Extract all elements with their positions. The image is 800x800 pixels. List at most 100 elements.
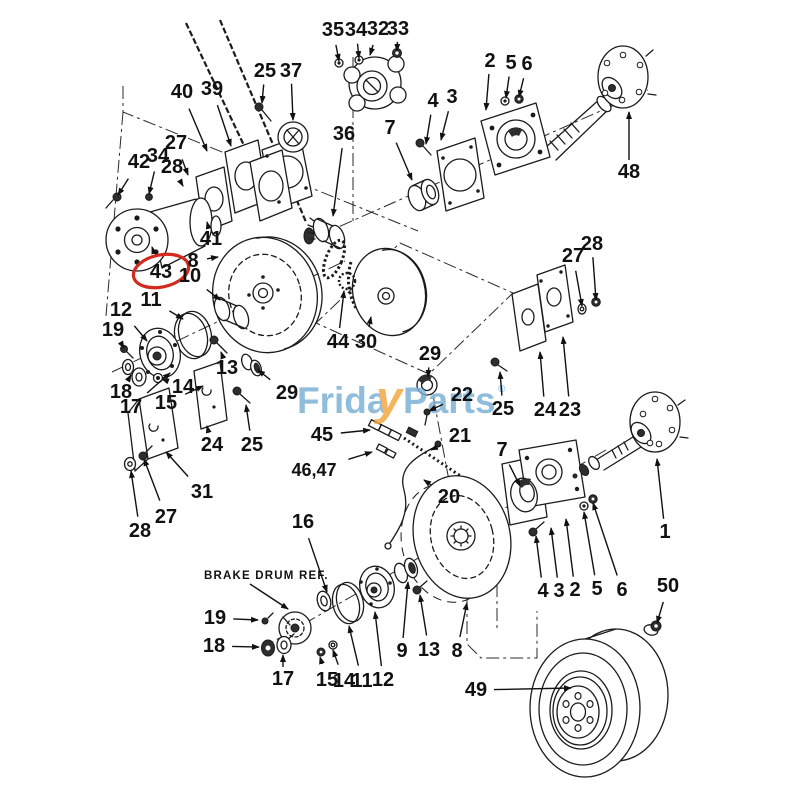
leader-line-14	[332, 649, 339, 665]
brake-disc-lower	[400, 475, 512, 603]
part-label-39: 39	[201, 78, 223, 100]
leader-line-37	[289, 83, 296, 121]
leader-line-6	[517, 78, 525, 98]
part-label-4: 4	[537, 580, 549, 602]
part-label-34: 34	[345, 19, 368, 41]
leader-line-23	[560, 336, 570, 397]
part-label-4: 4	[427, 90, 439, 112]
leader-line-28	[129, 470, 139, 517]
lug-nut-50	[643, 620, 662, 636]
washers-bottom-left	[261, 612, 338, 657]
part-label-13: 13	[418, 639, 440, 661]
leader-line-12	[133, 325, 148, 342]
ring-11-lower	[331, 581, 365, 625]
leader-line-29	[257, 369, 271, 381]
leader-line-25	[497, 371, 504, 396]
leader-line-25	[259, 84, 266, 104]
leader-line-24	[205, 425, 212, 434]
part-label-15: 15	[155, 392, 177, 414]
leader-line-28	[592, 257, 599, 301]
leader-line-36	[330, 148, 343, 217]
leader-line-45	[340, 427, 371, 434]
leader-line-49	[493, 685, 572, 692]
leader-line-31	[165, 451, 189, 477]
hydraulic-motor	[105, 192, 222, 272]
leader-line-35	[334, 44, 341, 62]
part-label-40: 40	[171, 81, 193, 103]
leader-line-8	[459, 602, 469, 638]
leader-line-44	[338, 290, 347, 329]
part-label-9: 9	[396, 640, 407, 662]
part-label-19: 19	[204, 607, 226, 629]
leader-line-5	[504, 76, 510, 99]
leader-line-8	[206, 255, 219, 262]
part-label-25: 25	[254, 60, 276, 82]
part-label-42: 42	[128, 151, 150, 173]
leader-line-27	[143, 458, 161, 501]
part-label-14: 14	[172, 376, 195, 398]
leader-line-9	[402, 581, 411, 639]
bearing-housing-upper	[407, 94, 551, 212]
leader-line-28	[176, 178, 184, 187]
leader-line-7	[508, 464, 521, 487]
part-label-12: 12	[110, 299, 132, 321]
hub-12-left	[138, 327, 182, 379]
leader-line-25	[244, 404, 251, 431]
drive-chain	[321, 238, 358, 309]
leader-line-15	[319, 656, 325, 665]
leader-line-46,47	[348, 451, 373, 460]
part-label-29: 29	[419, 343, 441, 365]
part-label-28: 28	[581, 233, 603, 255]
leader-line-29	[425, 367, 432, 378]
part-label-27: 27	[562, 245, 584, 267]
leader-line-27	[181, 159, 189, 176]
leader-line-32	[369, 44, 375, 56]
bearing-9	[393, 557, 419, 584]
brake-cable-20	[384, 408, 442, 550]
part-label-3: 3	[446, 86, 457, 108]
part-label-25: 25	[492, 398, 514, 420]
drive-sprocket-36	[303, 217, 346, 250]
part-label-43: 43	[150, 261, 172, 283]
plate-24-left-and-bracket-31	[127, 361, 228, 472]
leader-line-50	[656, 601, 664, 624]
part-label-27: 27	[165, 132, 187, 154]
part-label-8: 8	[451, 640, 462, 662]
leader-line-24	[537, 351, 545, 397]
leader-line-16	[307, 537, 328, 593]
drive-sheave-upper	[211, 236, 428, 354]
part-label-37: 37	[280, 60, 302, 82]
part-label-12: 12	[372, 669, 394, 691]
part-label-2: 2	[484, 50, 495, 72]
part-label-44: 44	[327, 331, 350, 353]
seal-37	[277, 121, 309, 153]
part-label-16: 16	[292, 511, 314, 533]
part-label-28: 28	[161, 156, 183, 178]
leader-line-18	[124, 374, 132, 383]
part-label-1: 1	[659, 521, 670, 543]
leader-line-30	[366, 316, 373, 328]
part-label-49: 49	[465, 679, 487, 701]
leader-line-1	[654, 458, 665, 519]
leader-line-13	[220, 351, 227, 360]
leader-line-4	[533, 535, 542, 578]
watermark-swoosh: y	[374, 371, 405, 424]
part-label-6: 6	[616, 579, 627, 601]
part-label-21: 21	[449, 425, 471, 447]
bolt-25-top	[254, 102, 272, 122]
watermark-text-parts: Parts	[403, 380, 496, 421]
leader-line-42	[117, 178, 129, 196]
part-label-36: 36	[333, 123, 355, 145]
leader-line-13	[418, 594, 428, 636]
brake-drum-ref-label: BRAKE DRUM REF.	[204, 570, 329, 582]
part-label-14: 14	[333, 670, 356, 692]
part-label-30: 30	[355, 331, 377, 353]
leader-line-5	[582, 511, 596, 576]
part-label-33: 33	[387, 18, 409, 40]
leader-line-20	[423, 479, 432, 487]
part-label-10: 10	[179, 265, 201, 287]
part-label-28: 28	[129, 520, 151, 542]
leader-line-11	[169, 310, 184, 320]
part-label-41: 41	[200, 228, 222, 250]
